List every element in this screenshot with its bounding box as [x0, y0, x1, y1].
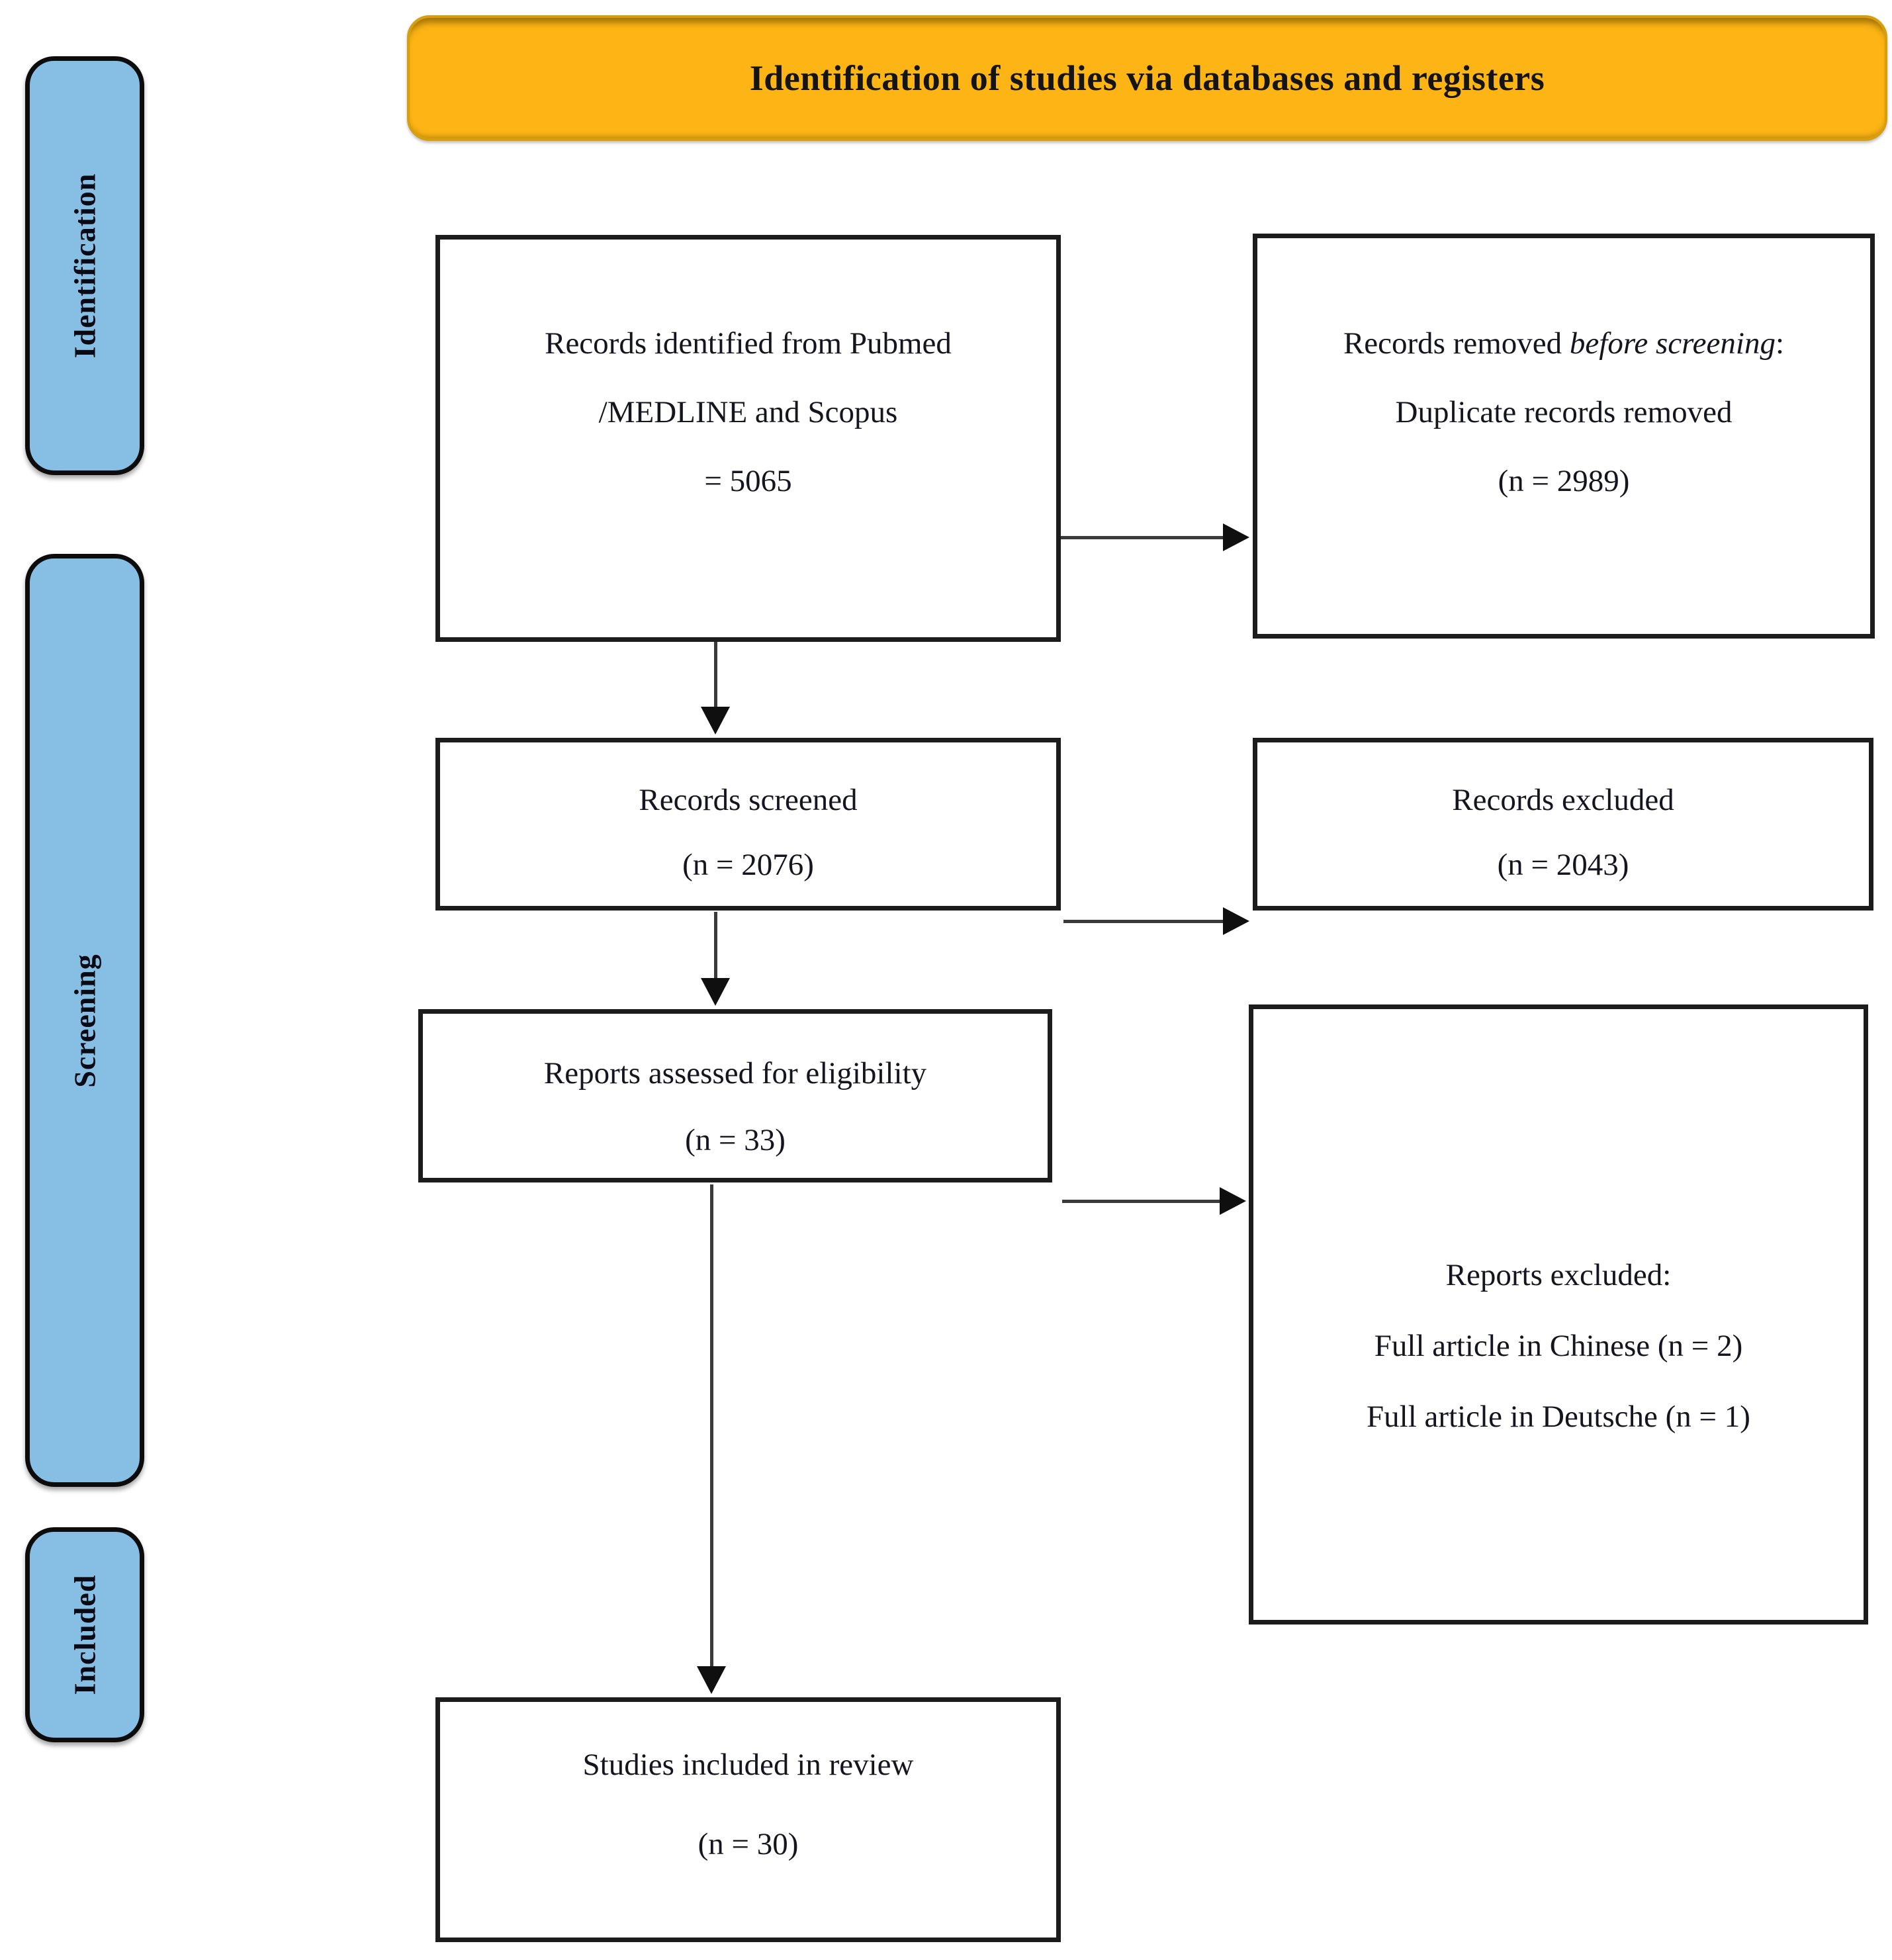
records-removed-italic: before screening — [1569, 326, 1776, 361]
arrow-identified-to-removed-line — [1061, 536, 1226, 539]
stage-identification-label: Identification — [68, 173, 102, 359]
reports-assessed-count: (n = 33) — [685, 1123, 786, 1157]
arrow-assessed-to-reports-excluded-line — [1062, 1200, 1221, 1203]
arrow-assessed-to-included-head — [697, 1666, 726, 1694]
arrow-identified-to-screened-head — [701, 707, 730, 735]
records-removed-line-1: Records removed before screening: — [1257, 326, 1870, 361]
arrow-screened-to-assessed-line — [714, 912, 717, 979]
records-excluded-line-1: Records excluded — [1452, 783, 1674, 817]
arrow-assessed-to-reports-excluded-head — [1220, 1187, 1246, 1215]
arrow-identified-to-removed-head — [1223, 523, 1249, 551]
stage-screening-label: Screening — [68, 953, 102, 1088]
records-removed-count: (n = 2989) — [1498, 464, 1630, 498]
box-records-removed: Records removed before screening: Duplic… — [1253, 234, 1875, 639]
stage-included: Included — [25, 1527, 144, 1742]
box-reports-excluded: Reports excluded: Full article in Chines… — [1249, 1004, 1868, 1625]
records-removed-line-2: Duplicate records removed — [1395, 395, 1733, 429]
box-records-screened: Records screened (n = 2076) — [435, 738, 1061, 911]
arrow-screened-to-excluded-head — [1223, 907, 1249, 935]
reports-excluded-title: Reports excluded: — [1445, 1258, 1672, 1292]
reports-assessed-line-1: Reports assessed for eligibility — [543, 1056, 927, 1091]
stage-screening: Screening — [25, 554, 144, 1487]
banner: Identification of studies via databases … — [407, 15, 1887, 141]
records-screened-count: (n = 2076) — [682, 848, 814, 882]
box-records-excluded: Records excluded (n = 2043) — [1253, 738, 1873, 911]
studies-included-line-1: Studies included in review — [582, 1748, 914, 1782]
records-excluded-count: (n = 2043) — [1497, 848, 1629, 882]
banner-title: Identification of studies via databases … — [749, 58, 1545, 98]
reports-excluded-reason-1: Full article in Chinese (n = 2) — [1374, 1329, 1743, 1363]
arrow-assessed-to-included-line — [710, 1184, 713, 1668]
arrow-screened-to-assessed-head — [701, 978, 730, 1006]
box-reports-assessed: Reports assessed for eligibility (n = 33… — [418, 1009, 1052, 1182]
studies-included-count: (n = 30) — [698, 1827, 799, 1861]
records-removed-prefix: Records removed — [1343, 326, 1570, 361]
records-identified-line-1: Records identified from Pubmed — [545, 326, 952, 361]
records-removed-suffix: : — [1775, 326, 1785, 361]
records-identified-line-2: /MEDLINE and Scopus — [598, 395, 898, 429]
arrow-identified-to-screened-line — [714, 642, 717, 708]
box-records-identified: Records identified from Pubmed /MEDLINE … — [435, 235, 1061, 642]
records-identified-count: = 5065 — [704, 464, 792, 498]
arrow-screened-to-excluded-line — [1063, 920, 1226, 923]
stage-identification: Identification — [25, 56, 144, 475]
reports-excluded-reason-2: Full article in Deutsche (n = 1) — [1367, 1400, 1750, 1434]
box-studies-included: Studies included in review (n = 30) — [435, 1697, 1061, 1942]
records-screened-line-1: Records screened — [639, 783, 858, 817]
stage-included-label: Included — [68, 1574, 102, 1695]
